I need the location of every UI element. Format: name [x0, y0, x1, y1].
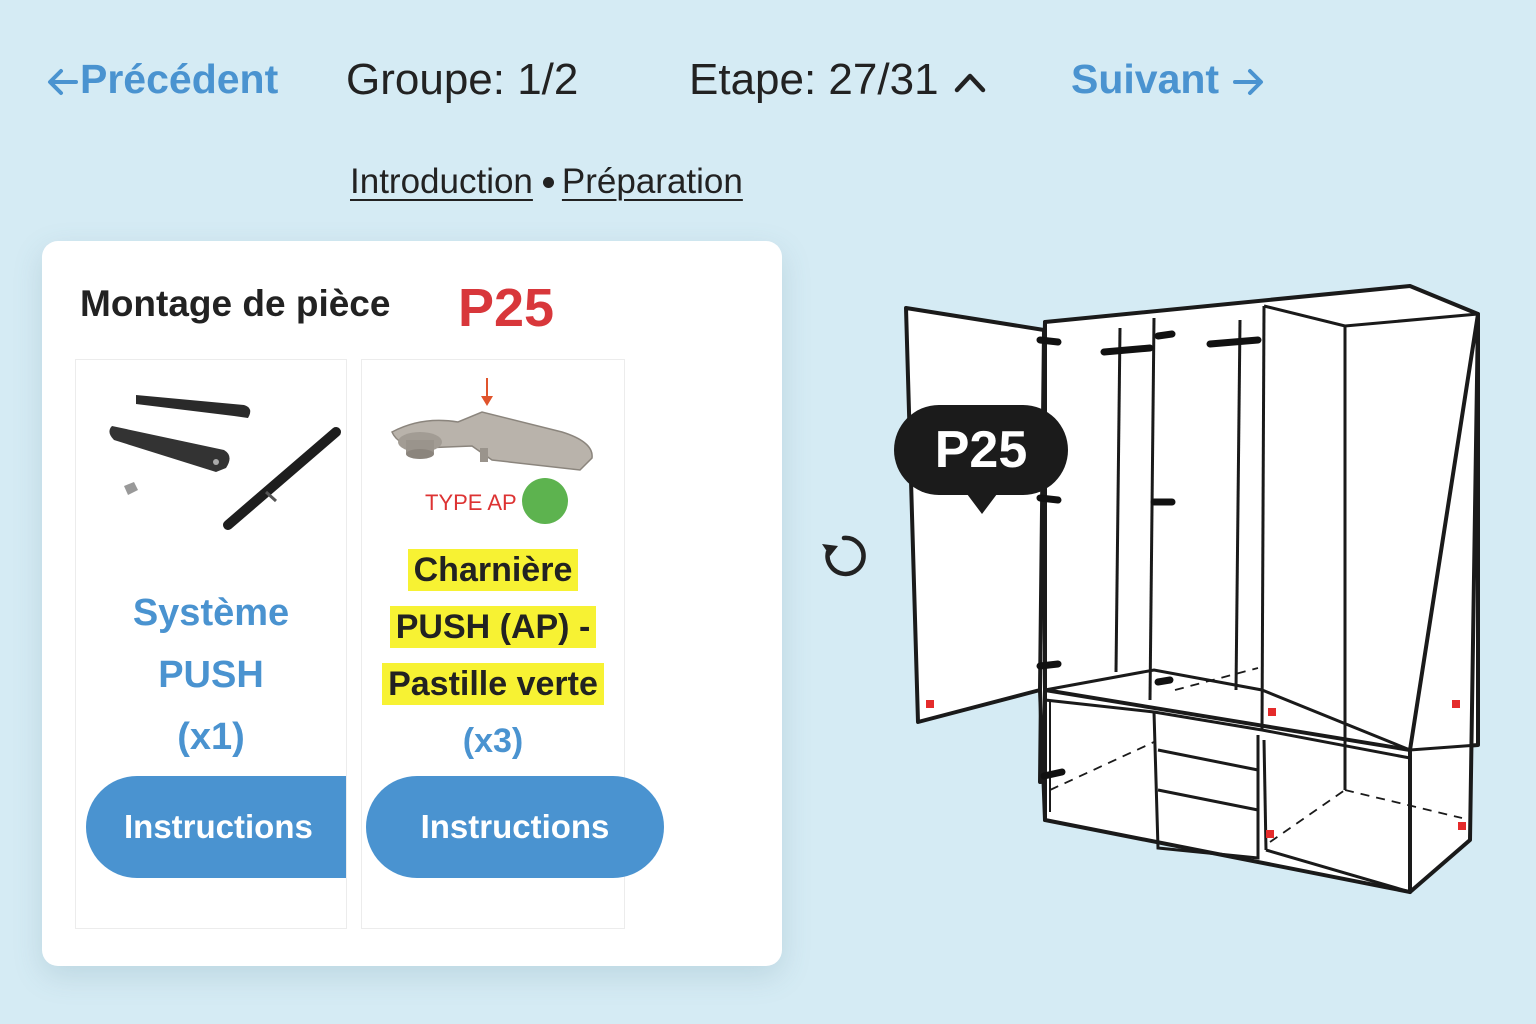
top-navigation: Précédent Groupe: 1/2 Etape: 27/31 Suiva… [0, 52, 1536, 116]
panel-title: Montage de pièce [80, 283, 391, 324]
part-name: Système PUSH (x1) [76, 582, 346, 768]
breadcrumb-separator [542, 176, 554, 188]
push-system-image [109, 395, 341, 530]
rotate-icon[interactable] [816, 530, 876, 578]
part-quantity: (x1) [177, 716, 245, 758]
step-indicator-toggle[interactable]: Etape: 27/31 [689, 55, 987, 105]
instructions-button-hinge[interactable]: Instructions [366, 776, 664, 878]
part-name: Charnière PUSH (AP) - Pastille verte (x3) [362, 542, 624, 770]
breadcrumb: Introduction Préparation [350, 162, 743, 202]
group-indicator: Groupe: 1/2 [346, 55, 579, 104]
previous-button[interactable]: Précédent [46, 56, 278, 103]
hinge-image [391, 378, 593, 471]
part-assembly-panel: Montage de pièce P25 Système PUSH (x1) In… [42, 241, 782, 966]
hinge-type-label: TYPE AP [425, 490, 517, 515]
arrow-right-icon [1232, 69, 1263, 96]
chevron-up-icon [954, 74, 985, 93]
previous-label: Précédent [80, 56, 279, 102]
wardrobe-diagram [904, 284, 1480, 894]
part-name-text: Système PUSH [132, 592, 290, 696]
step-indicator: Etape: 27/31 [689, 55, 939, 104]
part-name-highlighted: Charnière PUSH (AP) - Pastille verte [382, 549, 604, 705]
breadcrumb-introduction[interactable]: Introduction [350, 162, 533, 201]
green-dot-badge [522, 478, 568, 524]
next-button[interactable]: Suivant [1071, 56, 1265, 103]
next-label: Suivant [1071, 56, 1220, 102]
arrow-left-icon [48, 69, 78, 96]
callout-pointer [964, 490, 1000, 514]
breadcrumb-preparation[interactable]: Préparation [561, 162, 743, 201]
instructions-button-push-system[interactable]: Instructions [86, 776, 346, 878]
part-callout-bubble: P25 [894, 405, 1068, 495]
part-reference: P25 [458, 278, 555, 338]
part-quantity: (x3) [462, 722, 524, 760]
